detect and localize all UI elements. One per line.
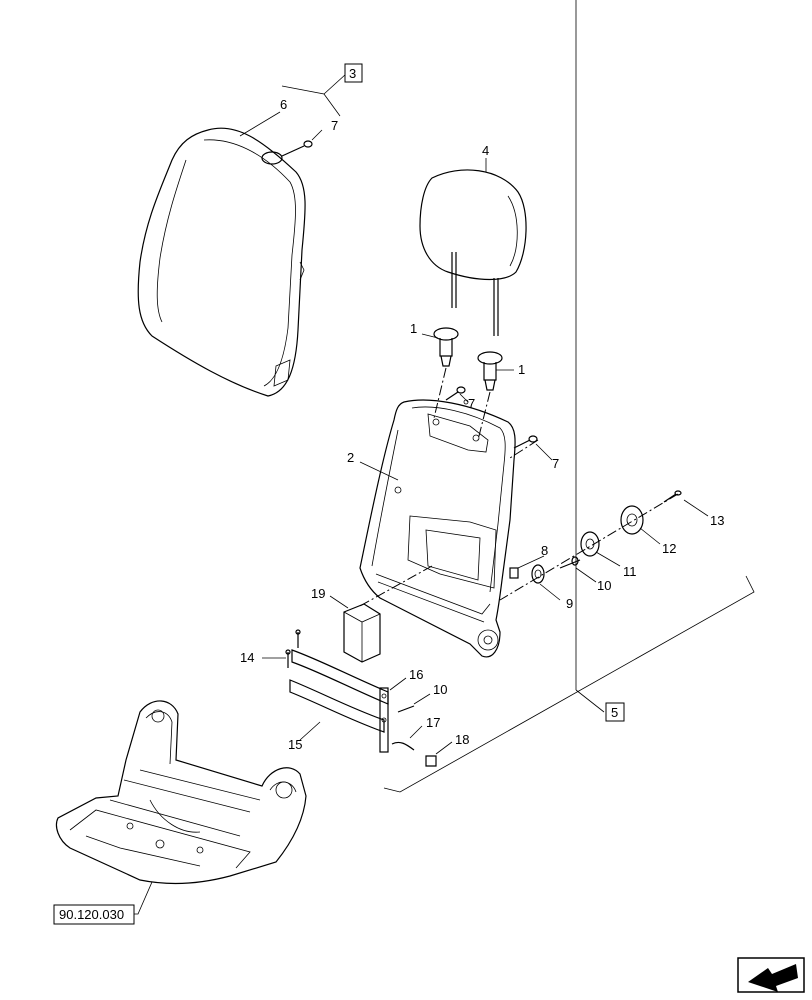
callout-7-top: 7	[331, 118, 338, 133]
pin	[559, 556, 581, 569]
screw	[513, 435, 538, 449]
headrest-guide-right	[477, 351, 503, 391]
group-5-leader	[575, 689, 605, 713]
leader-lines	[124, 111, 709, 915]
screw	[445, 386, 466, 401]
callout-8: 8	[541, 543, 548, 558]
seat-back-frame	[359, 399, 516, 658]
callout-7-middle: 7	[468, 396, 475, 411]
pin	[397, 705, 415, 713]
callout-19: 19	[311, 586, 325, 601]
cross-reference-label[interactable]: 90.120.030	[59, 907, 124, 922]
callout-13: 13	[710, 513, 724, 528]
clip	[509, 567, 519, 579]
gear-hub	[580, 531, 600, 557]
knob	[620, 505, 644, 535]
group-3-leader	[323, 73, 347, 95]
assembly-line	[477, 391, 491, 441]
callout-18: 18	[455, 732, 469, 747]
seat-back-cushion	[137, 127, 306, 397]
clip	[425, 755, 437, 767]
assembly-line	[499, 493, 679, 601]
callout-9: 9	[566, 596, 573, 611]
strap	[289, 649, 389, 733]
connector	[285, 629, 301, 668]
callout-4: 4	[482, 143, 489, 158]
bushing	[531, 564, 545, 584]
callout-17: 17	[426, 715, 440, 730]
group-5-bracket	[383, 575, 755, 793]
callout-15: 15	[288, 737, 302, 752]
callout-14: 14	[240, 650, 254, 665]
callout-10-lower: 10	[433, 682, 447, 697]
callout-11: 11	[623, 564, 637, 579]
group-ref-box-5: 5	[605, 702, 625, 722]
foam-block	[343, 603, 381, 663]
callout-2: 2	[347, 450, 354, 465]
callout-10-upper: 10	[597, 578, 611, 593]
callout-1-left: 1	[410, 321, 417, 336]
screw	[281, 140, 313, 157]
cross-reference-link[interactable]: 90.120.030	[53, 904, 135, 925]
group-ref-3-label: 3	[349, 66, 356, 81]
spring-clip	[391, 741, 415, 751]
group-3-bracket	[281, 85, 341, 117]
assembly-line	[433, 367, 447, 419]
callout-7-right: 7	[552, 456, 559, 471]
callout-16: 16	[409, 667, 423, 682]
headrest	[419, 169, 527, 336]
bracket	[379, 687, 389, 753]
assembly-line	[359, 565, 433, 607]
screw	[663, 490, 682, 503]
seat-base-frame	[55, 700, 307, 885]
next-page-arrow-icon[interactable]	[737, 957, 805, 993]
callout-6: 6	[280, 97, 287, 112]
group-ref-box-3: 3	[344, 63, 363, 83]
callout-12: 12	[662, 541, 676, 556]
group-ref-5-label: 5	[611, 705, 618, 720]
callout-1-right: 1	[518, 362, 525, 377]
headrest-guide-left	[433, 327, 459, 367]
